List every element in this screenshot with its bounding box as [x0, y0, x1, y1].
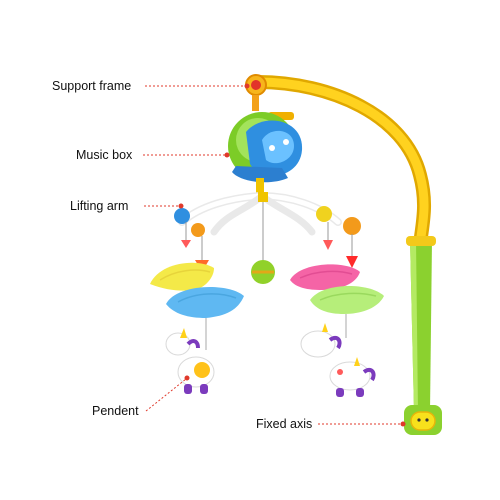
pendent-right [300, 323, 376, 397]
support-frame [245, 74, 431, 252]
lifting-arm [174, 192, 361, 284]
music-box [228, 112, 303, 196]
pendent-left [165, 328, 215, 394]
umbrella-pink [290, 264, 360, 290]
leader-lines [143, 83, 406, 427]
label-music-box: Music box [76, 148, 133, 162]
umbrella-blue [166, 286, 244, 350]
label-pendent: Pendent [92, 404, 139, 418]
umbrella-green [310, 285, 384, 338]
label-lifting-arm: Lifting arm [70, 199, 129, 213]
label-support-frame: Support frame [52, 79, 132, 93]
axis-knob-icon [410, 411, 436, 431]
fixed-axis-post [404, 236, 442, 435]
label-fixed-axis: Fixed axis [256, 417, 313, 431]
umbrella-yellow [150, 262, 214, 291]
